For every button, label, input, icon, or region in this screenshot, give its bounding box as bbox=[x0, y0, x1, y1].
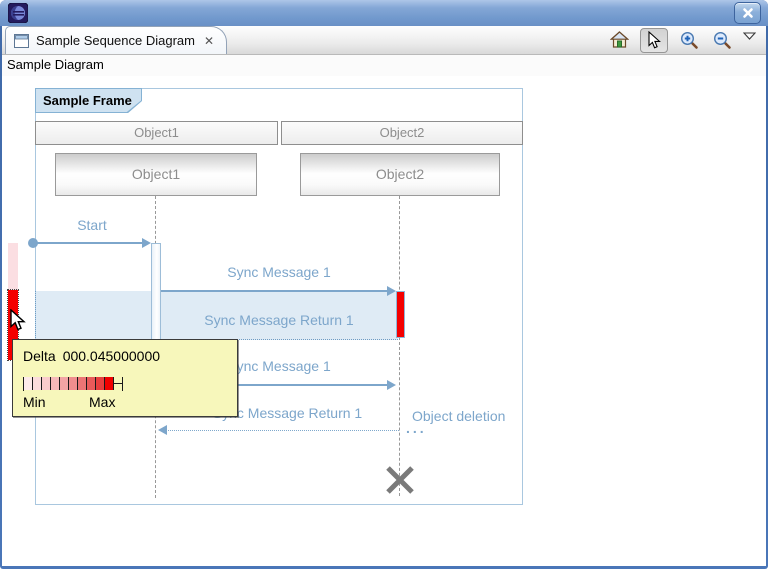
start-message-line[interactable] bbox=[33, 242, 145, 244]
select-tool-button[interactable] bbox=[640, 28, 668, 53]
zoom-out-button[interactable] bbox=[710, 28, 734, 52]
home-icon bbox=[610, 31, 629, 49]
delta-scale-segments bbox=[24, 377, 114, 390]
zoom-in-button[interactable] bbox=[677, 28, 701, 52]
delta-value: 000.045000000 bbox=[63, 348, 160, 364]
view-toolbar bbox=[607, 26, 766, 54]
lifeline-ellipsis: ... bbox=[406, 420, 427, 436]
time-compression-bar[interactable] bbox=[8, 243, 18, 291]
diagram-name-label: Sample Diagram bbox=[2, 55, 766, 76]
view-menu-button[interactable] bbox=[743, 27, 756, 45]
scale-extension-line bbox=[114, 383, 122, 384]
sync-message-1-arrowhead bbox=[387, 286, 396, 296]
scale-end-tick bbox=[122, 377, 123, 391]
view-tab-bar: Sample Sequence Diagram ✕ bbox=[2, 26, 766, 55]
object2-header[interactable]: Object2 bbox=[281, 121, 523, 145]
start-arrowhead bbox=[142, 238, 151, 248]
delta-label: Delta bbox=[23, 348, 56, 364]
view-window-icon bbox=[14, 34, 29, 48]
cursor-arrow-icon bbox=[647, 31, 661, 49]
sync-message-return-1b-line[interactable] bbox=[166, 430, 399, 431]
sync-message-1-line[interactable] bbox=[161, 290, 388, 292]
magnifier-minus-icon bbox=[713, 31, 732, 50]
sequence-diagram-canvas[interactable]: Sample Frame Object1 Object2 Object1 Obj… bbox=[2, 76, 766, 566]
scale-min-label: Min bbox=[23, 394, 46, 410]
tab-title: Sample Sequence Diagram bbox=[36, 33, 195, 48]
magnifier-plus-icon bbox=[680, 31, 699, 50]
view-body: Sample Sequence Diagram ✕ bbox=[2, 26, 766, 566]
object2-execution-bar-red[interactable] bbox=[396, 291, 405, 338]
sync-message-return-1b-arrowhead bbox=[158, 425, 167, 435]
sync-message-return-1-label[interactable]: Sync Message Return 1 bbox=[179, 312, 379, 328]
object1-lifeline-box[interactable]: Object1 bbox=[55, 153, 257, 196]
eclipse-logo-icon bbox=[8, 3, 28, 23]
delta-tooltip: Delta 000.045000000 Min Max bbox=[12, 339, 238, 417]
scale-max-label: Max bbox=[89, 394, 115, 410]
object2-lifeline-box[interactable]: Object2 bbox=[300, 153, 500, 196]
mouse-cursor-icon bbox=[9, 309, 26, 332]
sync-message-1-label[interactable]: Sync Message 1 bbox=[179, 264, 379, 280]
object2-lifeline[interactable] bbox=[399, 196, 400, 496]
start-message-label[interactable]: Start bbox=[52, 217, 132, 233]
object1-header[interactable]: Object1 bbox=[35, 121, 278, 145]
dropdown-triangle-icon bbox=[743, 32, 756, 40]
window-titlebar[interactable] bbox=[0, 0, 768, 26]
tab-sample-sequence-diagram[interactable]: Sample Sequence Diagram ✕ bbox=[5, 26, 227, 54]
delta-scale bbox=[23, 376, 123, 391]
window-close-button[interactable] bbox=[734, 2, 761, 24]
close-icon bbox=[742, 7, 754, 19]
object-deletion-cross-icon[interactable] bbox=[384, 464, 416, 496]
frame-label-text: Sample Frame bbox=[36, 89, 141, 112]
home-button[interactable] bbox=[607, 28, 631, 52]
object-deletion-label[interactable]: Object deletion bbox=[412, 408, 522, 424]
tab-close-icon[interactable]: ✕ bbox=[202, 34, 216, 48]
frame-label[interactable]: Sample Frame bbox=[35, 88, 142, 113]
sync-message-1b-arrowhead bbox=[387, 380, 396, 390]
